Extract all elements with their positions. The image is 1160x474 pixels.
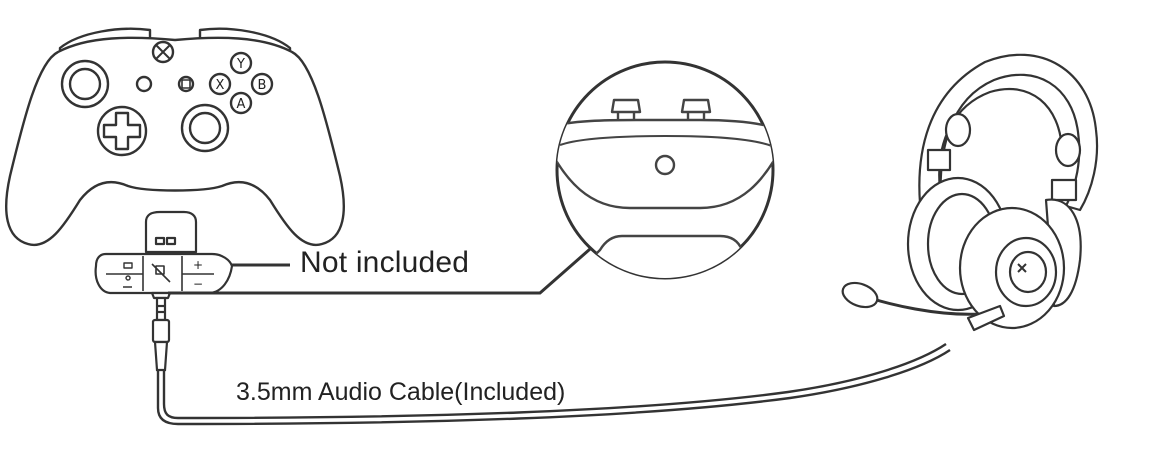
- zoom-left-trigger: [610, 98, 642, 114]
- audio-cable: [156, 343, 951, 426]
- audio-jack: [151, 296, 171, 372]
- volume-down-label: −: [193, 277, 203, 291]
- zoom-headset-port: [654, 154, 676, 176]
- gaming-headset: [841, 53, 1099, 332]
- face-button-labels: Y X B A: [216, 57, 267, 112]
- xbox-controller: [5, 27, 345, 247]
- a-button: [229, 91, 253, 115]
- adapter-jack-plug: [150, 291, 172, 300]
- a-label: A: [237, 97, 246, 112]
- adapter-connector: [144, 210, 198, 254]
- volume-up-label: +: [193, 258, 203, 272]
- b-label: B: [258, 78, 267, 93]
- person-chat-icon: [123, 275, 132, 288]
- headband: [918, 53, 1099, 224]
- left-stick-inner: [68, 67, 102, 101]
- x-label: X: [216, 78, 225, 93]
- leader-lines: [168, 240, 599, 295]
- mic-capsule: [841, 281, 879, 309]
- b-button: [250, 72, 274, 96]
- y-button: [229, 51, 253, 75]
- audio-cable-label: 3.5mm Audio Cable(Included): [236, 378, 566, 406]
- dpad-icon: [102, 111, 142, 151]
- right-stick-inner: [188, 111, 222, 145]
- view-button: [135, 75, 153, 93]
- zoom-leader: [168, 240, 599, 295]
- adapter-volume-labels: + −: [193, 258, 203, 291]
- zoom-right-trigger: [680, 98, 712, 114]
- game-chat-icon: [123, 262, 133, 269]
- x-button: [208, 72, 232, 96]
- headset-adapter: [94, 210, 234, 300]
- not-included-label: Not included: [300, 246, 470, 279]
- mute-icon: [151, 263, 171, 283]
- y-label: Y: [236, 57, 245, 72]
